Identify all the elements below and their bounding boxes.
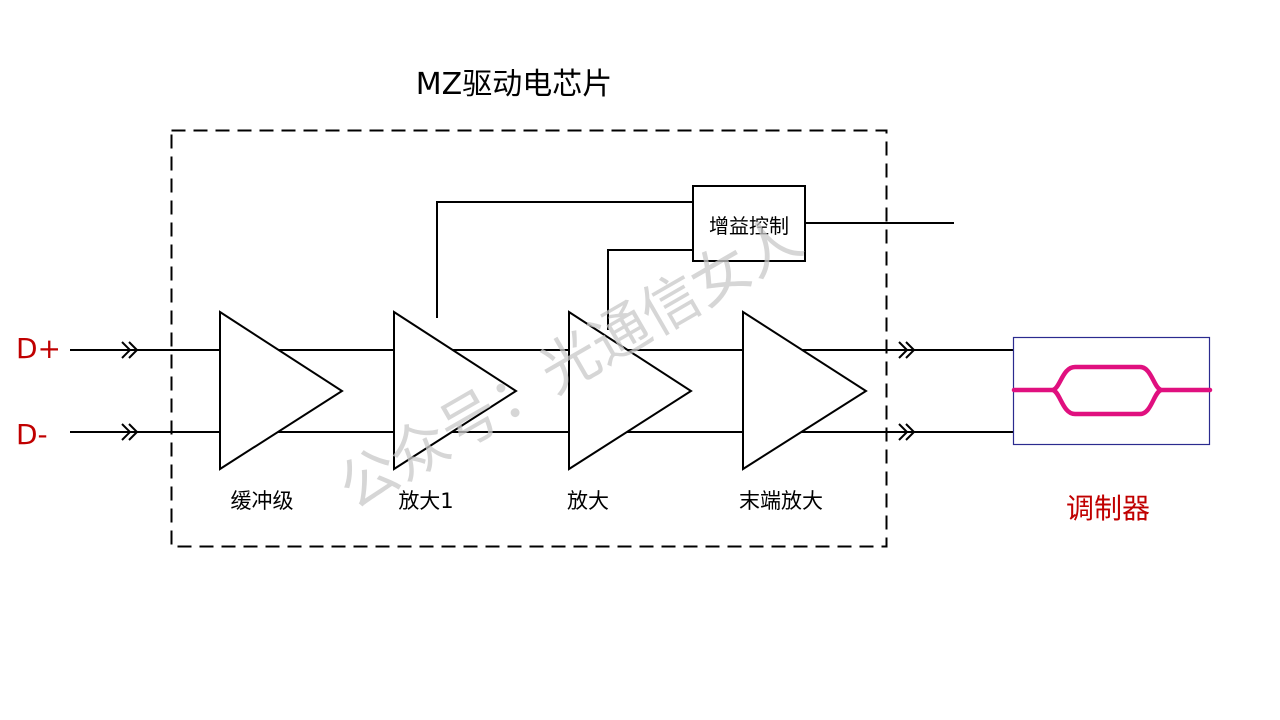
input-chevron-plus-icon [121, 341, 139, 359]
output-chevron-minus-icon [898, 423, 916, 441]
stage-label-buffer: 缓冲级 [231, 489, 294, 513]
gain-wire-amp1 [436, 201, 693, 318]
gain-control-box [692, 185, 806, 262]
input-label-d-plus: D+ [16, 332, 61, 365]
input-label-d-minus: D- [16, 418, 48, 451]
chip-boundary [170, 129, 888, 548]
final-amplifier-icon [742, 310, 868, 471]
stage-label-amp1: 放大1 [398, 489, 453, 513]
amplifier1-icon [393, 310, 518, 471]
gain-control-label: 增益控制 [709, 214, 789, 238]
buffer-stage-amplifier-icon [219, 310, 344, 471]
modulator-label: 调制器 [1066, 492, 1150, 525]
stage-label-amp2: 放大 [567, 489, 609, 513]
stage-label-final: 末端放大 [739, 489, 823, 513]
output-chevron-plus-icon [898, 341, 916, 359]
gain-control-wiring [436, 201, 954, 330]
input-chevron-minus-icon [121, 423, 139, 441]
mach-zehnder-waveguide-icon [1011, 364, 1213, 417]
diagram-title: MZ驱动电芯片 [416, 67, 612, 102]
gain-wire-amp2 [607, 249, 693, 330]
amplifier2-icon [568, 310, 693, 471]
